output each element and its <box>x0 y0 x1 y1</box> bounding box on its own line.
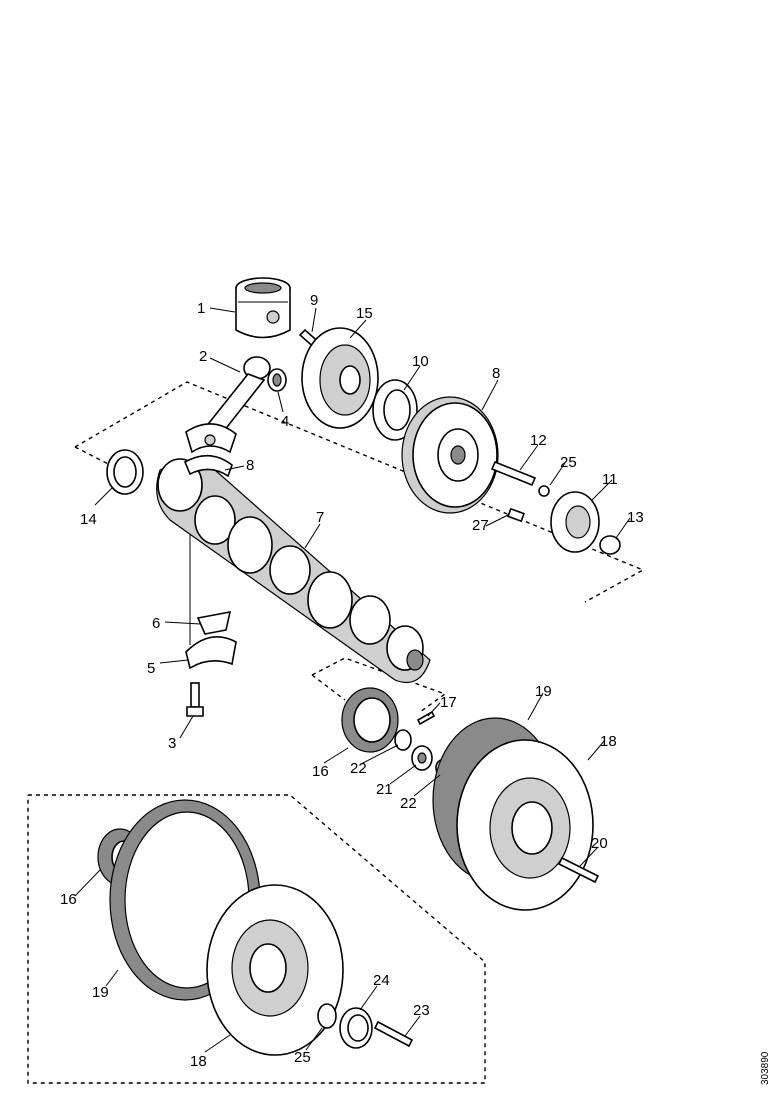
damper-bolt <box>490 460 537 487</box>
callout-18: 18 <box>600 733 617 750</box>
figure-reference: 303890 <box>760 1051 771 1085</box>
flywheel <box>456 739 594 911</box>
vibration-damper <box>401 396 499 514</box>
leader-lines <box>74 307 631 1053</box>
inset-seal-ring <box>339 1007 373 1049</box>
callout-8-damper: 8 <box>492 365 500 382</box>
crank-gear <box>341 687 399 753</box>
connecting-rod <box>185 356 271 454</box>
callout-17: 17 <box>440 694 457 711</box>
inset-flywheel <box>206 884 344 1056</box>
callout-19: 19 <box>535 683 552 700</box>
callout-26: 25 <box>560 454 577 471</box>
inset-bolt <box>373 1020 414 1048</box>
main-bearing-upper <box>183 454 233 478</box>
callout-21: 21 <box>376 781 393 798</box>
callout-7: 7 <box>316 509 324 526</box>
woodruff-key <box>507 507 525 523</box>
callout-14: 14 <box>80 511 97 528</box>
callout-9: 9 <box>310 292 318 309</box>
callout-11: 11 <box>602 471 618 488</box>
callout-15: 15 <box>356 305 373 322</box>
cap-bolt <box>186 682 204 717</box>
inset-callout-19: 19 <box>92 984 109 1001</box>
callout-13: 13 <box>627 509 644 526</box>
callout-8-bearing: 8 <box>246 457 254 474</box>
nut <box>599 535 621 555</box>
inset-callout-24: 24 <box>373 972 390 989</box>
crank-pulley <box>301 327 379 429</box>
inset-spacer <box>317 1003 337 1029</box>
callout-20: 20 <box>591 835 608 852</box>
washer <box>538 485 550 497</box>
callout-10: 10 <box>412 353 429 370</box>
timing-hub <box>550 491 600 553</box>
callout-5: 5 <box>147 660 155 677</box>
callout-27: 27 <box>472 517 489 534</box>
callout-16: 16 <box>312 763 329 780</box>
callout-22-a: 22 <box>350 760 367 777</box>
dowel-pin <box>416 710 436 726</box>
callout-6: 6 <box>152 615 160 632</box>
callout-1: 1 <box>197 300 205 317</box>
callout-2: 2 <box>199 348 207 365</box>
piston <box>235 277 291 339</box>
bush <box>394 729 412 751</box>
callout-22-b: 22 <box>400 795 417 812</box>
thrust-washer <box>196 610 232 635</box>
rear-oil-seal <box>106 449 144 495</box>
small-end-bush <box>267 368 287 392</box>
flywheel-bolt <box>557 856 600 884</box>
callout-4: 4 <box>281 413 289 430</box>
main-bearing-cap <box>185 636 237 670</box>
inset-callout-16: 16 <box>60 891 77 908</box>
inset-callout-25: 25 <box>294 1049 311 1066</box>
callout-12: 12 <box>530 432 547 449</box>
pilot-bearing <box>411 745 433 771</box>
callout-labels: 1 2 4 8 7 14 6 5 3 9 15 10 8 12 25 11 27… <box>60 292 644 1070</box>
spacer-ring <box>372 379 418 441</box>
inset-callout-18: 18 <box>190 1053 207 1070</box>
inset-callout-23: 23 <box>413 1002 430 1019</box>
callout-3: 3 <box>168 735 176 752</box>
